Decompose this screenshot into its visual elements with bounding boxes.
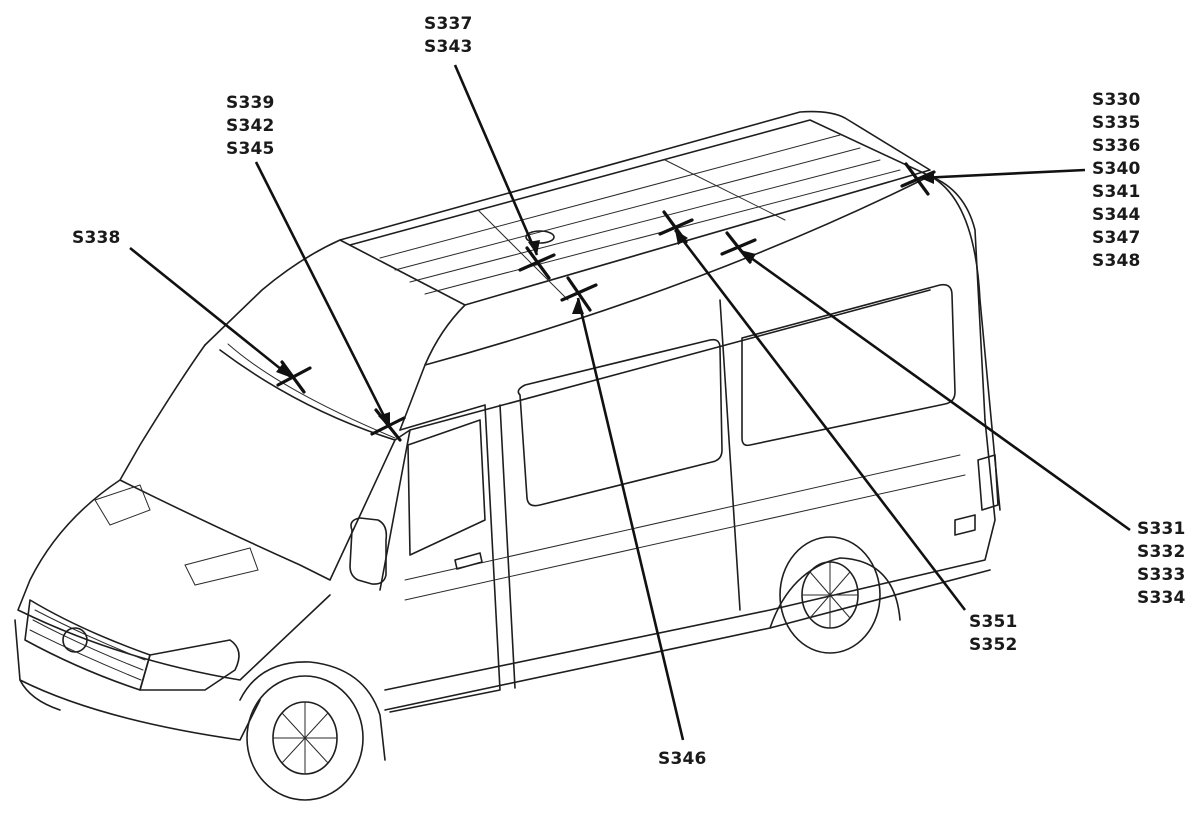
callout-s337-s343: S337 S343 xyxy=(424,13,473,59)
leader-lines xyxy=(129,64,1131,741)
code-label: S352 xyxy=(969,635,1018,655)
code-label: S348 xyxy=(1092,251,1141,271)
code-label: S331 xyxy=(1137,519,1186,539)
x-marker-s330 xyxy=(900,162,936,196)
x-marker-s346 xyxy=(560,276,598,312)
arrow-head-s338 xyxy=(276,362,292,378)
code-label: S333 xyxy=(1137,565,1186,585)
x-marker-s337 xyxy=(518,246,556,280)
x-marker-s338 xyxy=(276,360,312,394)
code-label: S345 xyxy=(226,139,275,159)
callout-s330-group: S330 S335 S336 S340 S341 S344 S347 S348 xyxy=(1092,89,1141,273)
code-label: S346 xyxy=(658,749,707,769)
van-body xyxy=(14,110,1001,801)
code-label: S343 xyxy=(424,37,473,57)
code-label: S330 xyxy=(1092,90,1141,110)
x-marker-s351 xyxy=(658,210,694,244)
arrow-head-s337 xyxy=(528,240,540,255)
leader-line-s339 xyxy=(254,161,392,429)
arrow-head-s346 xyxy=(572,298,584,314)
code-label: S342 xyxy=(226,116,275,136)
leader-line-s337 xyxy=(453,64,539,256)
code-label: S351 xyxy=(969,612,1018,632)
x-marker-s331 xyxy=(720,231,757,264)
callout-s346: S346 xyxy=(658,748,707,771)
code-label: S338 xyxy=(72,228,121,248)
leader-line-s351 xyxy=(673,229,967,611)
code-label: S337 xyxy=(424,14,473,34)
leader-line-s338 xyxy=(129,246,293,380)
code-label: S332 xyxy=(1137,542,1186,562)
code-label: S347 xyxy=(1092,228,1141,248)
leader-line-s330 xyxy=(919,168,1086,180)
leader-line-s346 xyxy=(576,297,685,741)
code-label: S340 xyxy=(1092,159,1141,179)
code-label: S341 xyxy=(1092,182,1141,202)
x-markers xyxy=(276,162,936,442)
code-label: S339 xyxy=(226,93,275,113)
leader-line-s331 xyxy=(739,248,1131,532)
code-label: S334 xyxy=(1137,588,1186,608)
callout-s351-s352: S351 S352 xyxy=(969,611,1018,657)
code-label: S335 xyxy=(1092,113,1141,133)
x-marker-s339 xyxy=(370,408,406,442)
callout-s339-s342-s345: S339 S342 S345 xyxy=(226,92,275,161)
code-label: S336 xyxy=(1092,136,1141,156)
callout-s338: S338 xyxy=(72,227,121,250)
code-label: S344 xyxy=(1092,205,1141,225)
callout-s331-group: S331 S332 S333 S334 xyxy=(1137,518,1186,610)
